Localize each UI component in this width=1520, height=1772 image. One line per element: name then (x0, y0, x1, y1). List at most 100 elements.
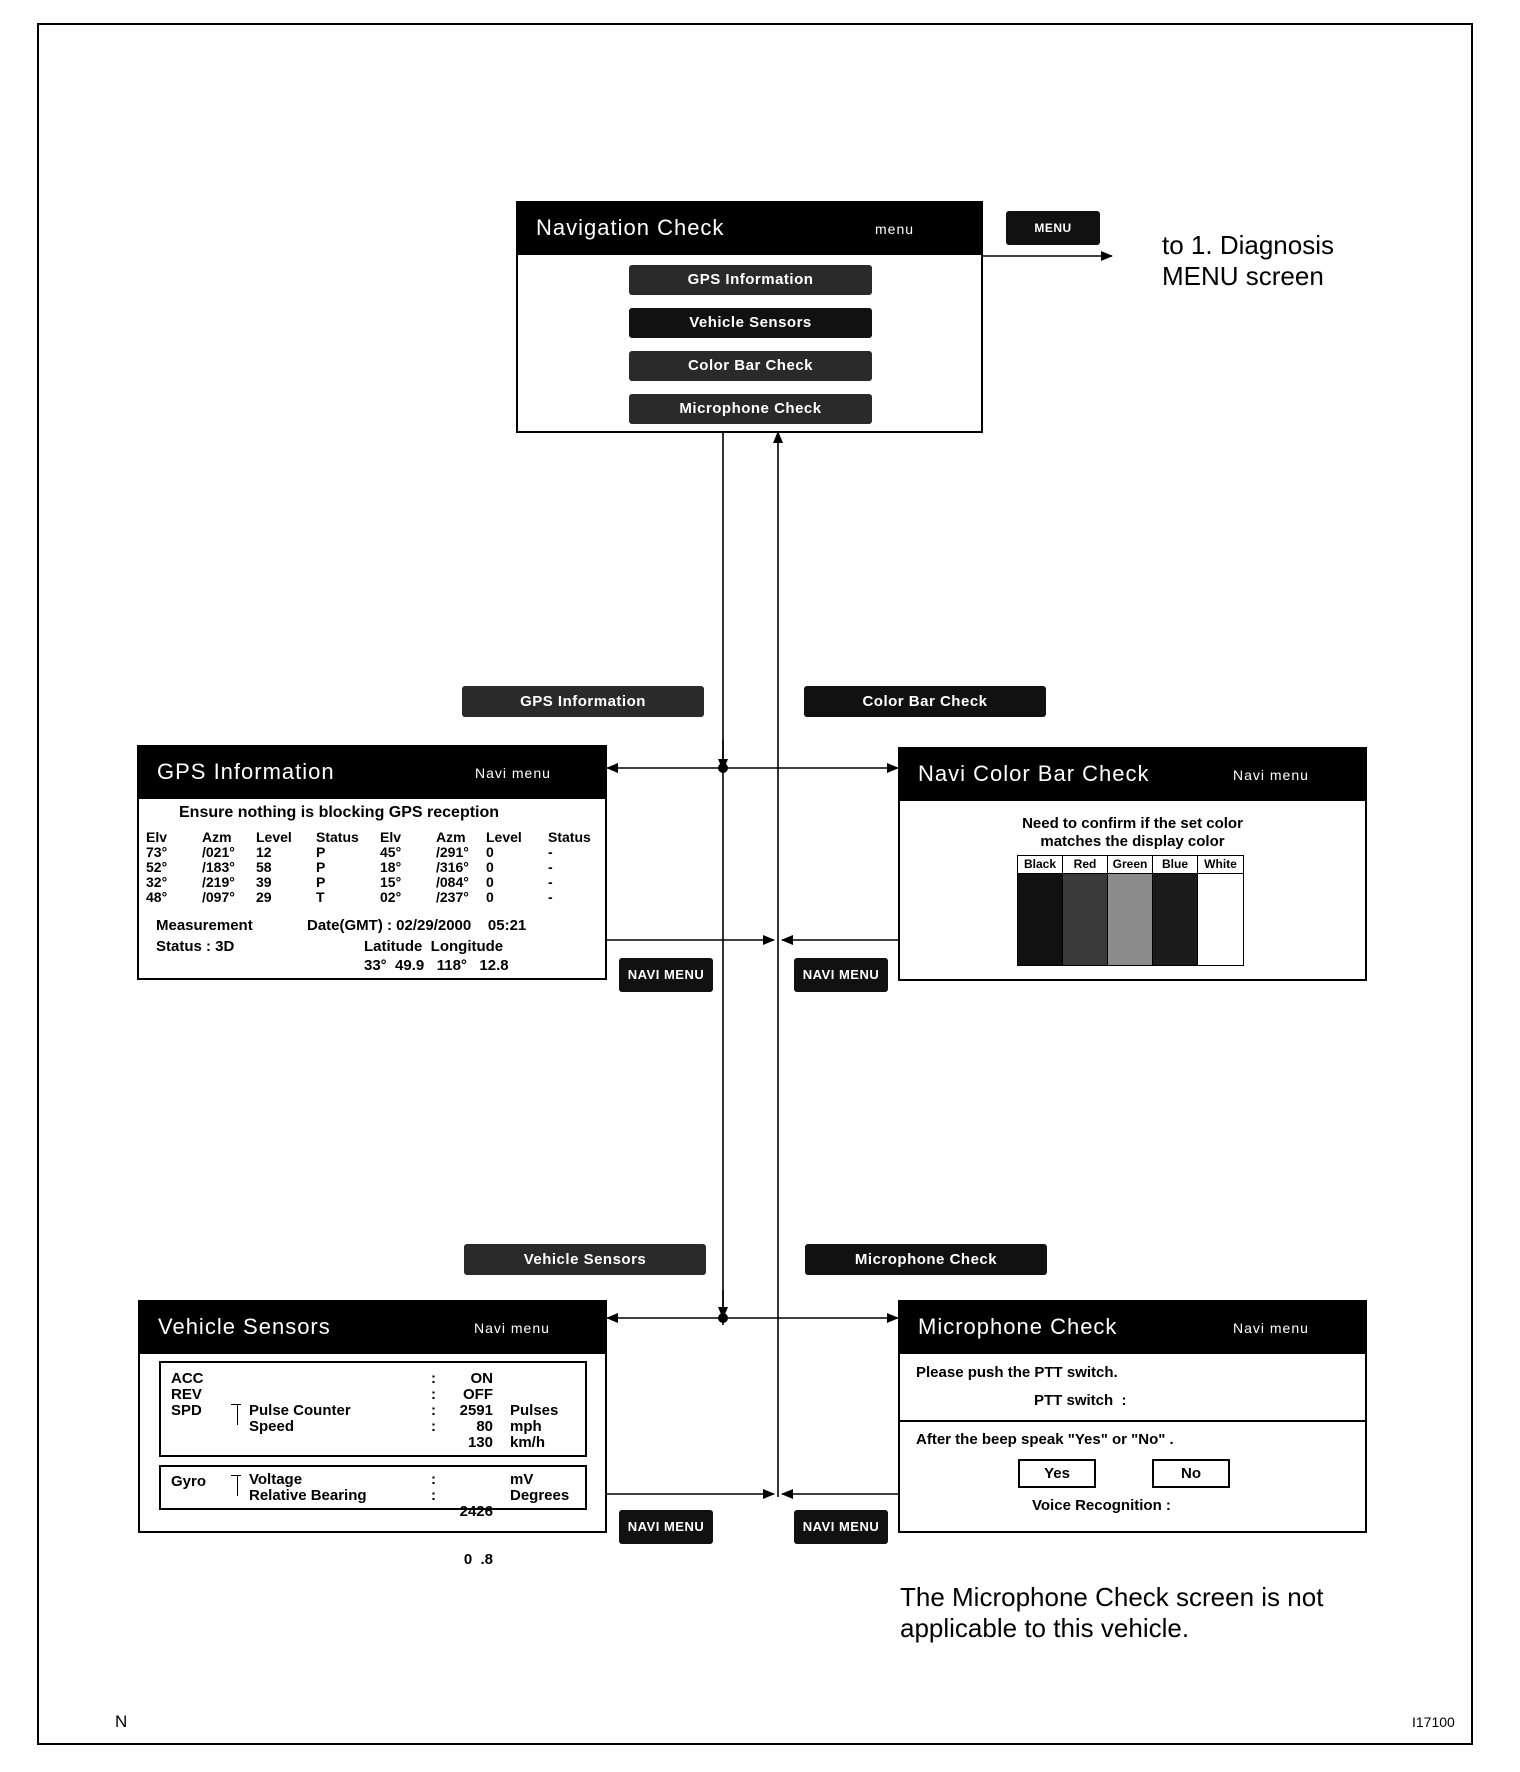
table-cell: - (548, 844, 553, 860)
table-cell: 0 (486, 889, 494, 905)
table-cell: /291° (436, 844, 469, 860)
color-bar-black: Black (1017, 855, 1063, 966)
voice-recognition-status: Voice Recognition : (1032, 1497, 1171, 1514)
gps-notice: Ensure nothing is blocking GPS reception (179, 804, 500, 821)
voltage-value: 2426 (459, 1503, 493, 1520)
column-header: Status (548, 829, 591, 845)
navi-menu-key-microphone[interactable]: NAVI MENU (794, 1510, 888, 1544)
bearing-unit: Degrees (510, 1487, 570, 1504)
notice-line: Need to confirm if the set color (1022, 815, 1243, 832)
table-cell: /237° (436, 889, 469, 905)
vehicle-sensors-button[interactable]: Vehicle Sensors (629, 308, 872, 338)
table-cell: /021° (202, 844, 235, 860)
applicability-note: The Microphone Check screen is not appli… (900, 1582, 1323, 1644)
no-button[interactable]: No (1152, 1459, 1230, 1488)
note-line: The Microphone Check screen is not (900, 1582, 1324, 1612)
color-bar-label: White (1198, 856, 1243, 874)
divider (900, 1420, 1365, 1422)
microphone-check-screen: Microphone Check Navi menu Please push t… (898, 1300, 1367, 1533)
colon: : (431, 1402, 436, 1419)
table-cell: P (316, 874, 326, 890)
table-cell: 52° (146, 859, 168, 875)
diagram-frame (37, 23, 1473, 1745)
measurement-label: Measurement (156, 917, 253, 934)
table-cell: 45° (380, 844, 402, 860)
screen-title: Navi Color Bar Check (918, 761, 1150, 786)
sensor-units: Pulses mph km/h (510, 1403, 558, 1451)
table-cell: 73° (146, 844, 168, 860)
menu-label[interactable]: menu (875, 221, 915, 237)
column-header: Azm (436, 829, 466, 845)
rev-value: OFF (463, 1386, 493, 1403)
column-header: Level (256, 829, 292, 845)
diagnosis-target-line1: to 1. Diagnosis (1162, 230, 1334, 260)
screen-title: GPS Information (157, 759, 335, 784)
screen-title: Vehicle Sensors (158, 1314, 331, 1339)
color-bar-label: Blue (1153, 856, 1197, 874)
colon: : (431, 1487, 436, 1504)
diagnosis-target-line2: MENU screen (1162, 261, 1324, 291)
menu-label[interactable]: Navi menu (475, 765, 551, 781)
gps-information-transition-label: GPS Information (462, 686, 704, 717)
microphone-check-button[interactable]: Microphone Check (629, 394, 872, 424)
color-bar-label: Green (1108, 856, 1152, 874)
spd-sublabels: Pulse Counter Speed (249, 1403, 351, 1435)
color-bar-check-button[interactable]: Color Bar Check (629, 351, 872, 381)
colon: : (431, 1370, 436, 1387)
table-cell: T (316, 889, 325, 905)
colon: : (431, 1471, 436, 1488)
color-bar-fill (1063, 873, 1107, 965)
table-cell: 58 (256, 859, 272, 875)
satellite-table: Elv Azm Level Status Elv Azm Level Statu… (146, 830, 591, 905)
navi-menu-key-sensors[interactable]: NAVI MENU (619, 1510, 713, 1544)
table-cell: /183° (202, 859, 235, 875)
gyro-panel: Gyro Voltage Relative Bearing : : 2426 0… (159, 1465, 587, 1568)
footer-left-code: N (115, 1712, 128, 1731)
gps-information-button[interactable]: GPS Information (629, 265, 872, 295)
navi-menu-key-color[interactable]: NAVI MENU (794, 958, 888, 992)
sensor-names: ACC REV SPD (171, 1371, 204, 1419)
bearing-value: 0 .8 (463, 1551, 493, 1568)
table-header-row: Elv Azm Level Status Elv Azm Level Statu… (146, 830, 591, 845)
colon: : (431, 1418, 436, 1435)
yes-button[interactable]: Yes (1018, 1459, 1096, 1488)
menu-label[interactable]: Navi menu (1233, 767, 1309, 783)
color-bar-notice: Need to confirm if the set color matches… (900, 815, 1365, 851)
color-bar-fill (1018, 873, 1062, 965)
voltage-label: Voltage (249, 1471, 303, 1488)
ptt-switch-status: PTT switch : (1034, 1392, 1127, 1409)
menu-key[interactable]: MENU (1006, 211, 1100, 245)
color-bar-red: Red (1062, 855, 1108, 966)
menu-label[interactable]: Navi menu (1233, 1320, 1309, 1336)
gyro-label: Gyro (171, 1473, 207, 1490)
color-bar-check-transition-label: Color Bar Check (804, 686, 1046, 717)
screen-title: Microphone Check (918, 1314, 1118, 1339)
table-cell: - (548, 859, 553, 875)
gps-information-screen: GPS Information Navi menu Ensure nothing… (137, 745, 607, 980)
navi-menu-key-gps[interactable]: NAVI MENU (619, 958, 713, 992)
table-cell: 48° (146, 889, 168, 905)
table-cell: 32° (146, 874, 168, 890)
speed-kmh-value: 130 (467, 1434, 493, 1451)
note-line: applicable to this vehicle. (900, 1613, 1190, 1643)
table-cell: P (316, 844, 326, 860)
table-cell: /084° (436, 874, 469, 890)
table-cell: /316° (436, 859, 469, 875)
spd-label: SPD (171, 1402, 202, 1419)
navi-color-bar-check-screen: Navi Color Bar Check Navi menu Need to c… (898, 747, 1367, 981)
figure-number: I17100 (1412, 1714, 1455, 1730)
notice-line: matches the display color (1040, 833, 1225, 850)
mph-unit: mph (510, 1418, 542, 1435)
pulse-unit: Pulses (510, 1402, 559, 1419)
screen-header: Microphone Check Navi menu (900, 1302, 1365, 1354)
color-bar-fill (1108, 873, 1152, 965)
colon-column: : : : : (431, 1371, 436, 1435)
screen-header: Navigation Check menu (518, 203, 981, 255)
microphone-check-transition-label: Microphone Check (805, 1244, 1047, 1275)
menu-label[interactable]: Navi menu (474, 1320, 550, 1336)
after-beep-instruction: After the beep speak "Yes" or "No" . (916, 1431, 1174, 1448)
table-cell: - (548, 874, 553, 890)
color-bar-fill (1153, 873, 1197, 965)
